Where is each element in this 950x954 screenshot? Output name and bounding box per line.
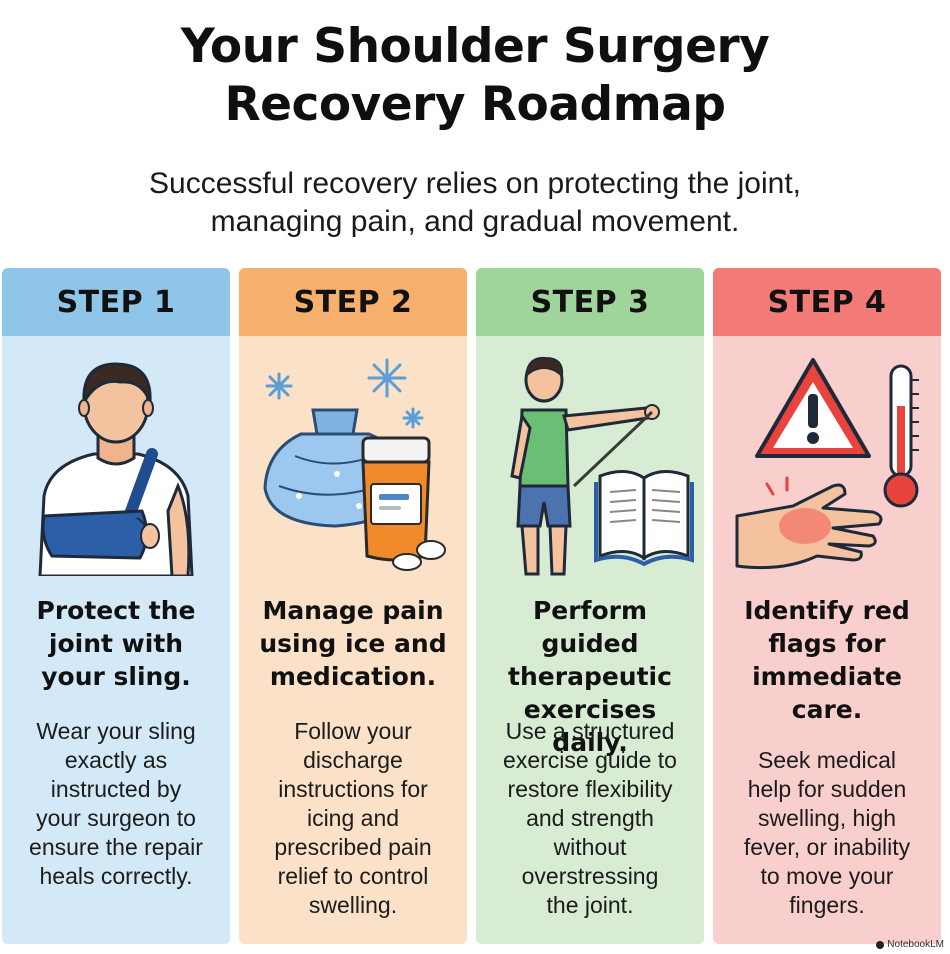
step-label: STEP 4 <box>713 268 941 336</box>
step-heading: Perform guided therapeutic exercises dai… <box>508 596 672 757</box>
notebooklm-watermark: NotebookLM <box>876 939 944 950</box>
resistance-band-exercise-icon <box>510 356 694 576</box>
step-card-1: STEP 1 Protect the joint with your sling… <box>2 268 230 944</box>
step-label: STEP 3 <box>476 268 704 336</box>
step-description: Wear your sling exactly as instructed by… <box>29 718 203 889</box>
subtitle-line-2: managing pain, and gradual movement. <box>210 205 740 238</box>
warning-thermometer-swollen-hand-icon <box>735 358 919 570</box>
notebooklm-logo-icon <box>876 940 885 949</box>
person-with-arm-sling-icon <box>38 362 194 576</box>
watermark-text: NotebookLM <box>887 939 944 950</box>
step-card-2: STEP 2 <box>239 268 467 944</box>
page-title: Your Shoulder Surgery Recovery Roadmap <box>0 18 950 134</box>
ice-pack-and-pills-icon <box>263 358 446 571</box>
page-subtitle: Successful recovery relies on protecting… <box>0 165 950 241</box>
step-card-4: STEP 4 Identify red flags for immediate … <box>713 268 941 944</box>
step-label: STEP 1 <box>2 268 230 336</box>
subtitle-line-1: Successful recovery relies on protecting… <box>149 167 801 200</box>
step-heading: Protect the joint with your sling. <box>36 596 196 691</box>
step-description: Use a structured exercise guide to resto… <box>503 718 677 918</box>
step-heading: Identify red flags for immediate care. <box>744 596 910 724</box>
step-heading: Manage pain using ice and medication. <box>259 596 447 691</box>
title-line-2: Recovery Roadmap <box>224 77 726 132</box>
step-description: Follow your discharge instructions for i… <box>274 718 432 918</box>
step-description: Seek medical help for sudden swelling, h… <box>743 747 911 918</box>
step-card-3: STEP 3 Perform guided therapeutic ex <box>476 268 704 944</box>
step-label: STEP 2 <box>239 268 467 336</box>
title-line-1: Your Shoulder Surgery <box>180 19 770 74</box>
